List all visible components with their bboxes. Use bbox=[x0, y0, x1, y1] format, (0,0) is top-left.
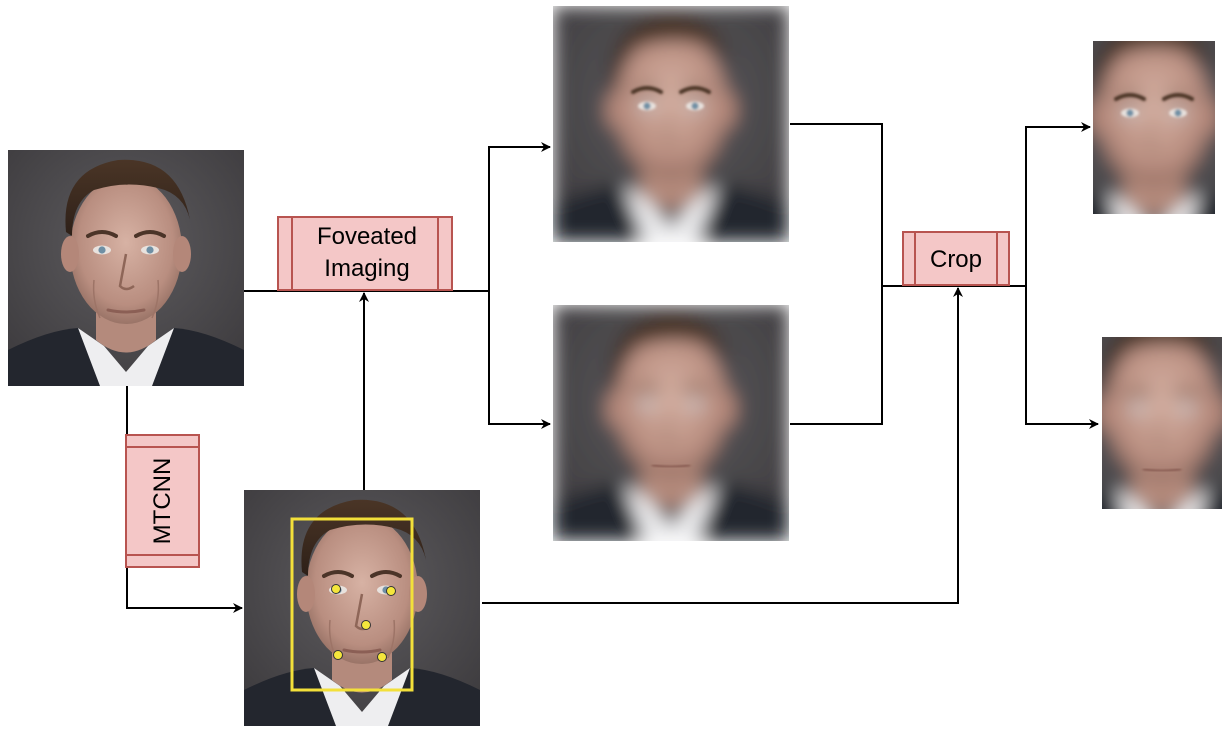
foveated-imaging-label-line1: Foveated bbox=[317, 223, 417, 250]
connector-crop-to-eyes-output bbox=[1025, 122, 1091, 286]
landmark-left-eye bbox=[331, 584, 341, 594]
connector-detection-to-crop bbox=[482, 287, 963, 604]
connector-to-mouth-foveated bbox=[488, 291, 551, 429]
crop-process: Crop bbox=[902, 231, 1010, 286]
foveated-imaging-label-line2: Imaging bbox=[324, 255, 409, 282]
foveated-imaging-process: Foveated Imaging bbox=[277, 216, 453, 291]
connector-eyes-to-crop bbox=[790, 123, 883, 286]
mtcnn-label: MTCNN bbox=[149, 458, 176, 545]
foveated-mouth-image bbox=[553, 305, 789, 541]
mtcnn-process: MTCNN bbox=[125, 434, 200, 568]
detected-face-photo bbox=[242, 488, 482, 728]
cropped-eyes-image bbox=[1093, 41, 1215, 214]
facial-landmarks bbox=[331, 584, 396, 662]
connector-mouth-to-crop bbox=[790, 286, 883, 425]
landmark-nose bbox=[361, 620, 371, 630]
crop-label: Crop bbox=[930, 246, 982, 273]
landmark-mouth-left bbox=[333, 650, 343, 660]
landmark-mouth-right bbox=[377, 652, 387, 662]
foveated-eyes-image bbox=[553, 6, 789, 242]
face-bounding-box bbox=[290, 517, 414, 692]
cropped-mouth-image bbox=[1102, 337, 1222, 509]
input-face-photo bbox=[6, 148, 246, 388]
connector-crop-to-mouth-output bbox=[1025, 286, 1099, 429]
landmark-right-eye bbox=[386, 586, 396, 596]
connector-to-eyes-foveated bbox=[488, 142, 551, 291]
